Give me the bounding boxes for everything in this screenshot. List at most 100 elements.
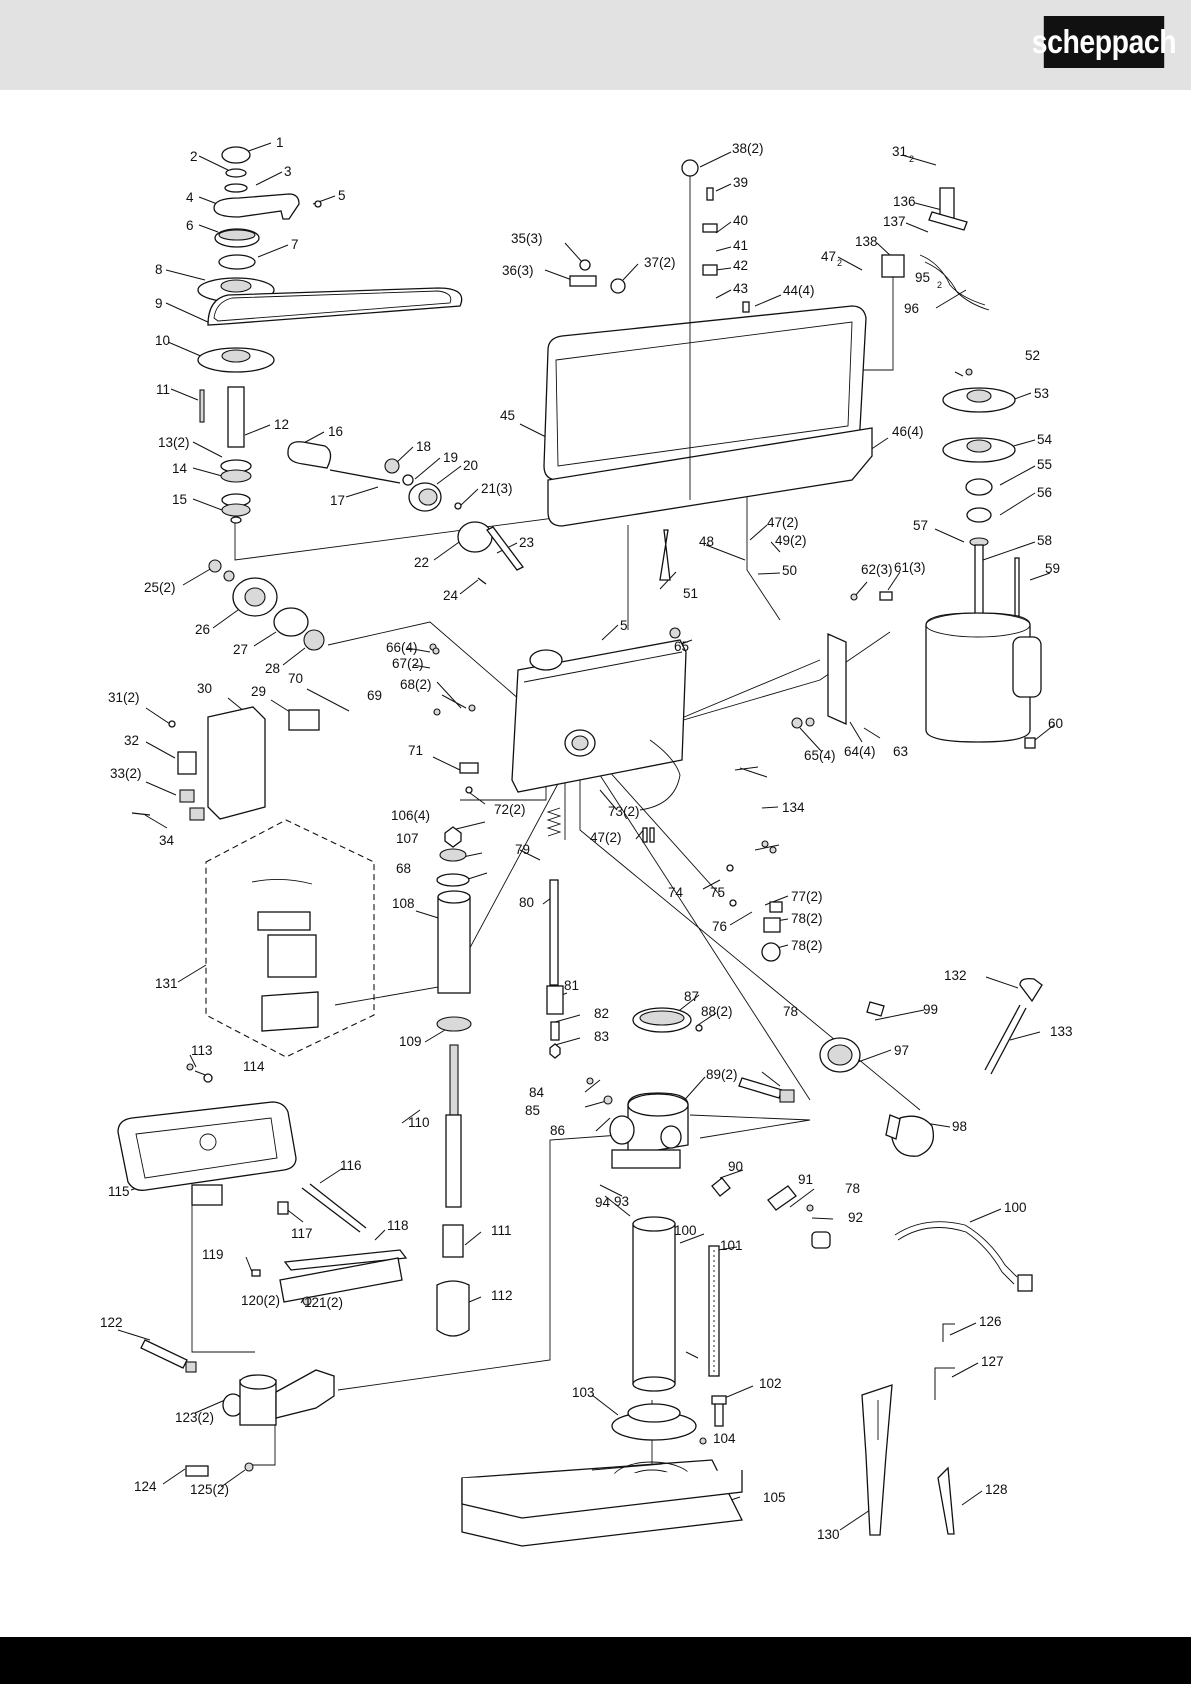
part-label: 25(2) (144, 580, 176, 595)
part-label: 115 (108, 1184, 130, 1199)
part-label: 29 (251, 684, 266, 699)
part-label: 69 (367, 688, 382, 703)
part-label: 95 (915, 270, 930, 285)
part-label: 1 (276, 135, 284, 150)
part-label: 116 (340, 1158, 362, 1173)
part-label: 124 (134, 1479, 157, 1494)
part-label: 21(3) (481, 481, 513, 496)
part-label: 128 (985, 1482, 1008, 1497)
part-label: 50 (782, 563, 797, 578)
part-label: 2 (937, 280, 942, 290)
part-label: 85 (525, 1103, 540, 1118)
part-label: 84 (529, 1085, 545, 1100)
part-label: 72(2) (494, 802, 526, 817)
part-label: 58 (1037, 533, 1052, 548)
part-label: 22 (414, 555, 429, 570)
part-label: 18 (416, 439, 431, 454)
part-label: 35(3) (511, 231, 543, 246)
part-label: 2 (909, 154, 914, 164)
part-label: 70 (288, 671, 303, 686)
part-label: 16 (328, 424, 343, 439)
part-label: 120(2) (241, 1293, 280, 1308)
part-label: 17 (330, 493, 345, 508)
part-label: 61(3) (894, 560, 926, 575)
part-label: 78 (783, 1004, 798, 1019)
part-label: 57 (913, 518, 928, 533)
part-label: 20 (463, 458, 478, 473)
part-label: 121(2) (304, 1295, 343, 1310)
part-label: 42 (733, 258, 748, 273)
part-label: 76 (712, 919, 727, 934)
part-label: 93 (614, 1194, 629, 1209)
part-label: 74 (668, 885, 684, 900)
part-label: 113 (191, 1043, 213, 1058)
part-label: 6 (186, 218, 194, 233)
part-label: 5 (620, 618, 628, 633)
part-label: 109 (399, 1034, 422, 1049)
part-label: 114 (243, 1059, 265, 1074)
part-label: 102 (759, 1376, 782, 1391)
part-label: 12 (274, 417, 289, 432)
part-label: 3 (284, 164, 292, 179)
part-label: 31(2) (108, 690, 140, 705)
part-label: 89(2) (706, 1067, 738, 1082)
part-label: 77(2) (791, 889, 823, 904)
part-label: 100 (674, 1223, 697, 1238)
part-label: 14 (172, 461, 188, 476)
part-label: 40 (733, 213, 748, 228)
part-label: 91 (798, 1172, 813, 1187)
part-label: 123(2) (175, 1410, 214, 1425)
part-label: 97 (894, 1043, 909, 1058)
part-label: 5 (338, 188, 346, 203)
part-label: 73(2) (608, 804, 640, 819)
part-label: 92 (848, 1210, 863, 1225)
part-label: 11 (156, 382, 170, 397)
part-label: 90 (728, 1159, 743, 1174)
part-label: 98 (952, 1119, 967, 1134)
part-label: 31 (892, 144, 907, 159)
part-label: 55 (1037, 457, 1052, 472)
part-label: 37(2) (644, 255, 676, 270)
part-label: 105 (763, 1490, 786, 1505)
page-footer (0, 1637, 1191, 1684)
part-label: 132 (944, 968, 967, 983)
part-label: 9 (155, 296, 163, 311)
part-label: 87 (684, 989, 699, 1004)
part-label: 130 (817, 1527, 840, 1542)
part-label: 19 (443, 450, 458, 465)
part-label: 117 (291, 1226, 313, 1241)
parts (117, 146, 1043, 1547)
part-label: 96 (904, 301, 919, 316)
part-label: 75 (710, 885, 725, 900)
part-label: 88(2) (701, 1004, 733, 1019)
part-label: 47(2) (767, 515, 799, 530)
part-label: 23 (519, 535, 534, 550)
part-label: 54 (1037, 432, 1053, 447)
part-label: 136 (893, 194, 916, 209)
part-label: 99 (923, 1002, 938, 1017)
part-label: 81 (564, 978, 579, 993)
part-label: 38(2) (732, 141, 764, 156)
part-label: 68 (396, 861, 411, 876)
part-label: 27 (233, 642, 248, 657)
part-label: 44(4) (783, 283, 815, 298)
part-label: 51 (683, 586, 698, 601)
part-label: 52 (1025, 348, 1040, 363)
part-label: 68(2) (400, 677, 432, 692)
part-label: 13(2) (158, 435, 190, 450)
part-label: 53 (1034, 386, 1049, 401)
part-label: 65 (674, 639, 689, 654)
part-label: 67(2) (392, 656, 424, 671)
part-label: 112 (491, 1288, 513, 1303)
part-labels: 1 2 3 4 5 6 7 8 9 10 11 12 13(2) 14 15 1… (100, 135, 1073, 1542)
part-label: 36(3) (502, 263, 534, 278)
part-label: 15 (172, 492, 187, 507)
part-label: 56 (1037, 485, 1052, 500)
part-label: 108 (392, 896, 415, 911)
part-label: 83 (594, 1029, 609, 1044)
part-label: 28 (265, 661, 280, 676)
part-label: 80 (519, 895, 534, 910)
part-label: 34 (159, 833, 175, 848)
part-label: 78 (845, 1181, 860, 1196)
